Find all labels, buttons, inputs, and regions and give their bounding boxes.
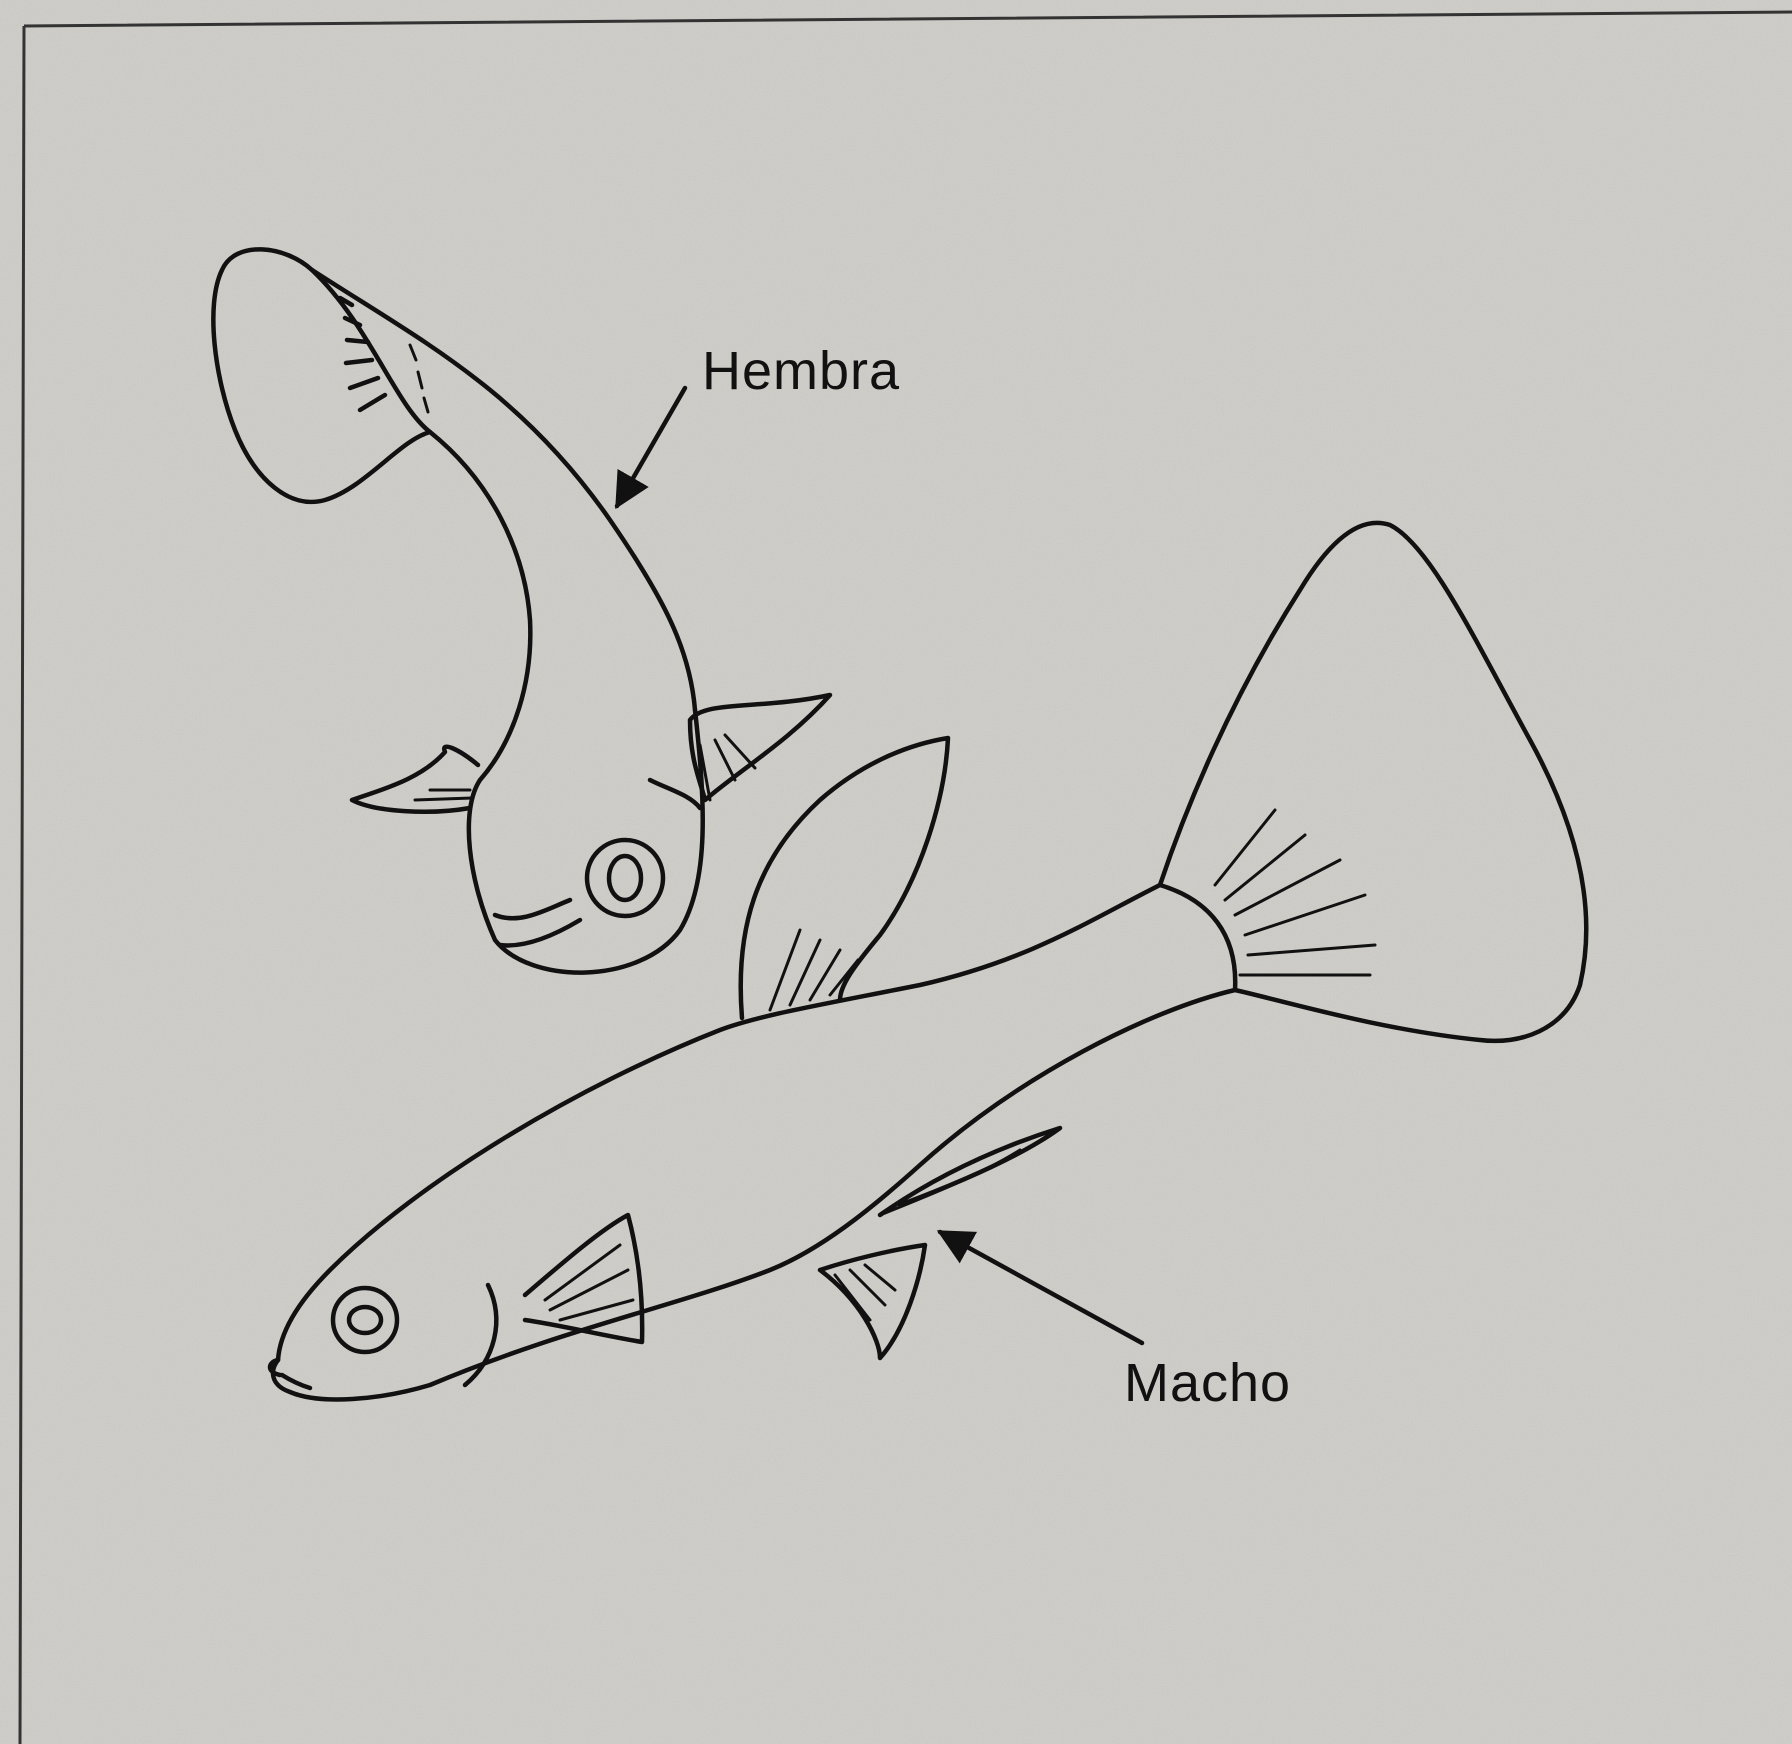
female-label: Hembra xyxy=(702,340,900,402)
male-label: Macho xyxy=(1124,1352,1291,1414)
